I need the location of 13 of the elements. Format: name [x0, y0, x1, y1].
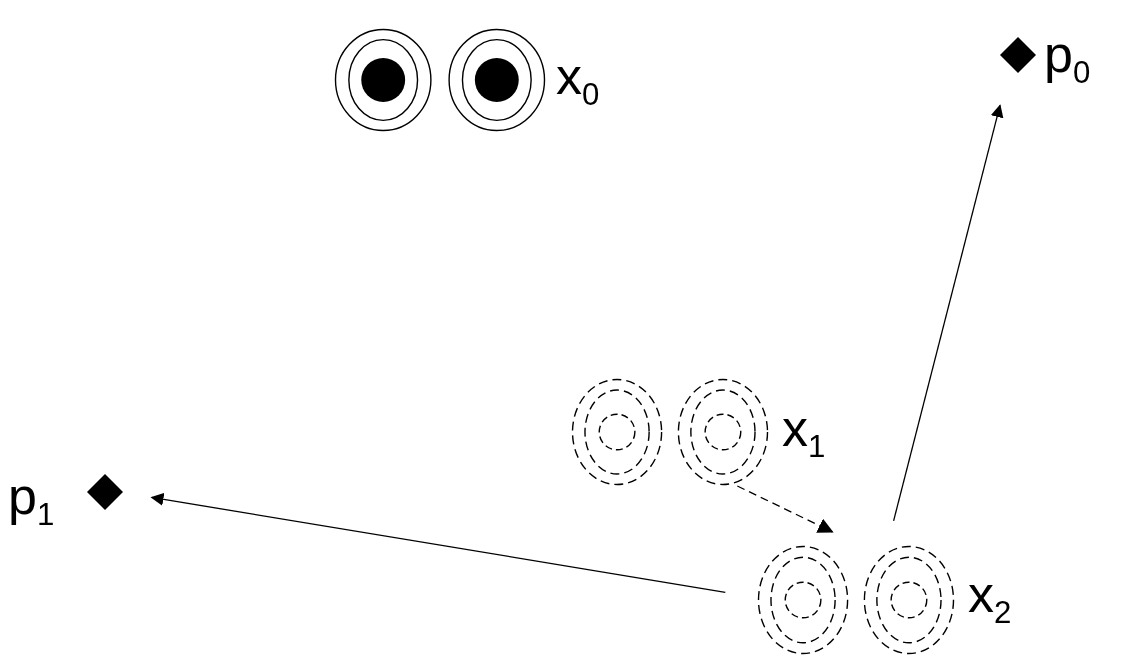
arrow	[150, 492, 726, 593]
dashed-arrow	[736, 485, 834, 533]
variable-label: x$_{2}$	[968, 568, 1012, 629]
arrow	[892, 104, 1004, 522]
eye-pair-icon	[334, 28, 546, 132]
diamond-marker	[87, 474, 123, 510]
variable-label: x$_{1}$	[782, 402, 826, 463]
variable-label: x$_{0}$	[556, 50, 600, 111]
variable-label: p$_{0}$	[1044, 28, 1091, 89]
dashed-eye-pair-icon	[571, 378, 769, 486]
diamond-marker	[1000, 37, 1036, 73]
variable-label: p$_{1}$	[8, 470, 55, 531]
dashed-eye-pair-icon	[757, 545, 955, 655]
